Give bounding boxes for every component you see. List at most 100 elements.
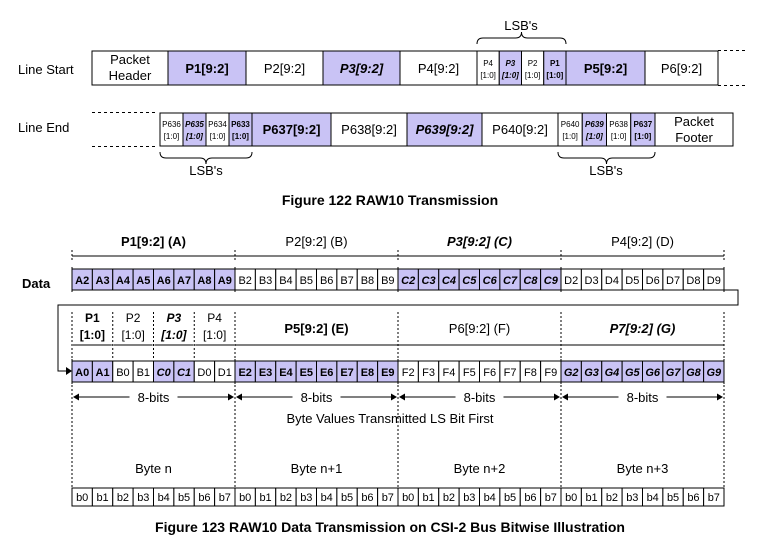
- packet-footer-text: Footer: [675, 130, 713, 145]
- bit-index-text: b7: [219, 492, 231, 504]
- bit-cell-text: D2: [564, 275, 578, 287]
- bit-cell-text: D4: [605, 275, 619, 287]
- lsbs-brace-top: [476, 31, 567, 45]
- lsb-small-name: P3: [505, 59, 515, 68]
- lsb-group-bits: [1:0]: [121, 328, 144, 342]
- bit-cell-text: E5: [300, 367, 313, 379]
- pixel-cell-text: P640[9:2]: [492, 122, 548, 137]
- pixel-cell: [322, 50, 401, 86]
- lsb-small-name: P638: [609, 120, 628, 129]
- eight-bits-arrowhead: [73, 393, 79, 401]
- line-end-leading-dash: [92, 112, 155, 147]
- bit-index-text: b2: [606, 492, 618, 504]
- bit-cell-text: G6: [645, 367, 661, 379]
- bit-cell-text: A1: [96, 367, 110, 379]
- pixel-cell: [399, 50, 478, 86]
- bit-cell-text: G3: [584, 367, 599, 379]
- bit-cell-text: G4: [605, 367, 620, 379]
- bit-index-cell: [703, 487, 725, 507]
- bit-index-text: b5: [178, 492, 190, 504]
- bit-index-text: b0: [239, 492, 251, 504]
- byte-label: Byte n: [135, 461, 172, 476]
- bit-cell-text: G9: [706, 367, 722, 379]
- byte-label: Byte n+2: [454, 461, 506, 476]
- lsb-small-bits: [1:0]: [585, 132, 603, 141]
- pixel-group-label: P3[9:2] (C): [447, 234, 512, 249]
- lsb-small-cell: [205, 112, 230, 147]
- pixel-group-label: P7[9:2] (G): [610, 321, 676, 336]
- bit-cell-text: D6: [646, 275, 660, 287]
- bit-cell-text: A5: [136, 275, 150, 287]
- bit-index-text: b7: [708, 492, 720, 504]
- lsb-small-name: P636: [162, 120, 181, 129]
- bit-index-text: b1: [96, 492, 108, 504]
- bit-cell-text: G7: [666, 367, 682, 379]
- bit-cell-text: A7: [177, 275, 191, 287]
- pixel-group-label: P1[9:2] (A): [121, 234, 186, 249]
- pixel-group-label: P5[9:2] (E): [284, 321, 348, 336]
- lsb-small-bits: [1:0]: [546, 71, 563, 80]
- bit-cell-text: E4: [279, 367, 293, 379]
- lsb-group-name: P1: [85, 311, 100, 325]
- eight-bits-arrowhead: [391, 393, 397, 401]
- pixel-cell-text: P6[9:2]: [661, 61, 702, 76]
- figure-122-caption: Figure 122 RAW10 Transmission: [282, 192, 498, 208]
- bit-index-text: b3: [137, 492, 149, 504]
- lsb-small-bits: [1:0]: [210, 132, 226, 141]
- bit-index-text: b1: [422, 492, 434, 504]
- bit-index-text: b3: [463, 492, 475, 504]
- byte-label: Byte n+1: [291, 461, 343, 476]
- bit-cell-text: D1: [218, 367, 232, 379]
- bit-cell-text: D5: [625, 275, 639, 287]
- bit-cell-text: A0: [75, 367, 89, 379]
- pixel-group-label: P6[9:2] (F): [449, 321, 510, 336]
- bit-cell-text: G2: [564, 367, 579, 379]
- bit-index-text: b7: [545, 492, 557, 504]
- bit-cell-text: A6: [157, 275, 171, 287]
- bit-cell-text: C8: [523, 275, 538, 287]
- wrap-arrowhead: [66, 367, 72, 375]
- bit-cell-text: C1: [177, 367, 191, 379]
- lsb-group-name: P2: [126, 311, 141, 325]
- bit-cell-text: F2: [402, 367, 415, 379]
- lsb-small-cell: [182, 112, 207, 147]
- bit-cell-text: B9: [381, 275, 394, 287]
- bit-cell-text: F6: [483, 367, 496, 379]
- bit-index-text: b4: [484, 492, 496, 504]
- lsb-group-bits: [1:0]: [160, 328, 187, 342]
- eight-bits-arrowhead: [562, 393, 568, 401]
- data-row-label: Data: [22, 276, 51, 291]
- bit-cell-text: D8: [686, 275, 700, 287]
- bit-cell-text: B2: [238, 275, 251, 287]
- bit-cell-text: B8: [361, 275, 374, 287]
- bit-cell-text: F9: [544, 367, 557, 379]
- bit-cell-text: C3: [422, 275, 436, 287]
- bit-index-text: b2: [443, 492, 455, 504]
- line-end-label: Line End: [18, 120, 69, 135]
- packet-header-text: Header: [109, 68, 152, 83]
- bit-cell-text: A9: [218, 275, 232, 287]
- lsb-small-bits: [1:0]: [480, 71, 496, 80]
- figure-123-caption: Figure 123 RAW10 Data Transmission on CS…: [155, 519, 625, 535]
- bit-cell-text: D0: [197, 367, 211, 379]
- pixel-cell: [565, 50, 646, 86]
- bit-cell-text: A4: [116, 275, 131, 287]
- lsbs-brace-left: [159, 151, 253, 165]
- bit-cell-text: C7: [503, 275, 518, 287]
- lsb-group-name: P3: [167, 311, 182, 325]
- bit-cell-text: D3: [585, 275, 599, 287]
- pixel-cell-text: P639[9:2]: [416, 122, 474, 137]
- bit-index-text: b1: [259, 492, 271, 504]
- lsb-small-name: P1: [550, 59, 560, 68]
- lsb-small-bits: [1:0]: [562, 132, 578, 141]
- lsbs-brace-right: [557, 151, 656, 165]
- bit-index-text: b6: [361, 492, 373, 504]
- lsb-group-bits: [1:0]: [203, 328, 226, 342]
- lsb-small-bits: [1:0]: [164, 132, 180, 141]
- bit-cell-text: C5: [462, 275, 477, 287]
- bit-index-text: b3: [626, 492, 638, 504]
- wrap-connector: [57, 289, 739, 372]
- pixel-cell: [644, 50, 719, 86]
- bit-cell-text: C2: [401, 275, 415, 287]
- lsb-small-bits: [1:0]: [185, 132, 203, 141]
